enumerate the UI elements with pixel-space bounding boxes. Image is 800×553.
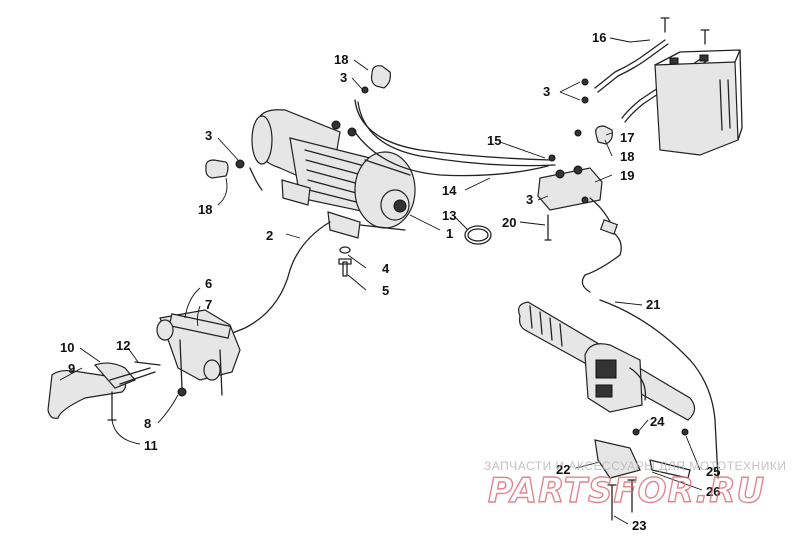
callout-10: 10 [60, 340, 74, 355]
watermark-logo: PARTSFOR.RU [488, 471, 765, 511]
callout-23: 23 [632, 518, 646, 533]
battery-boot [595, 125, 613, 145]
bolt [338, 258, 352, 277]
handlebar-switch [584, 343, 647, 413]
switch-clamp [594, 439, 641, 479]
callout-16: 16 [592, 30, 606, 45]
callout-15: 15 [487, 133, 501, 148]
clamp-ring [464, 225, 492, 245]
brake-lever [47, 362, 156, 419]
callout-20: 20 [502, 215, 516, 230]
lever-pin [107, 391, 117, 421]
terminal-boot [205, 159, 229, 179]
callout-26: 26 [706, 484, 720, 499]
callout-17: 17 [620, 130, 634, 145]
callout-6: 6 [205, 276, 212, 291]
callout-2: 2 [266, 228, 273, 243]
watermark: ЗАПЧАСТИ И АКСЕССУАРЫ ДЛЯ МОТОТЕХНИКИ PA… [484, 459, 786, 512]
callout-5: 5 [382, 283, 389, 298]
terminal-boot-top [370, 65, 391, 89]
leader-lines [59, 37, 703, 525]
solenoid-connector [599, 219, 619, 235]
callout-11: 11 [144, 438, 158, 453]
callout-8: 8 [144, 416, 151, 431]
callout-9: 9 [68, 361, 75, 376]
cables [214, 39, 719, 479]
callout-1: 1 [446, 226, 453, 241]
battery [654, 49, 743, 156]
callout-3-left: 3 [205, 128, 212, 143]
callout-14: 14 [442, 183, 457, 198]
callout-labels: 18 3 3 18 1 2 4 5 13 14 15 16 3 3 17 18 … [60, 30, 720, 533]
callout-22: 22 [556, 462, 570, 477]
watermark-subtitle: ЗАПЧАСТИ И АКСЕССУАРЫ ДЛЯ МОТОТЕХНИКИ [484, 459, 786, 473]
callout-4: 4 [382, 261, 390, 276]
callout-24: 24 [650, 414, 665, 429]
winch-assembly [251, 109, 416, 239]
callout-3-solenoid: 3 [526, 192, 533, 207]
callout-3-right: 3 [543, 84, 550, 99]
callout-7: 7 [205, 297, 212, 312]
callout-18-top: 18 [334, 52, 348, 67]
lever-mount [156, 309, 241, 396]
solenoid [537, 165, 613, 227]
callout-19: 19 [620, 168, 634, 183]
callout-13: 13 [442, 208, 456, 223]
callout-12: 12 [116, 338, 130, 353]
washer [339, 246, 351, 254]
callout-21: 21 [646, 297, 660, 312]
callout-18-right: 18 [620, 149, 634, 164]
callout-25: 25 [706, 464, 720, 479]
callout-3-top: 3 [340, 70, 347, 85]
callout-18-left: 18 [198, 202, 212, 217]
